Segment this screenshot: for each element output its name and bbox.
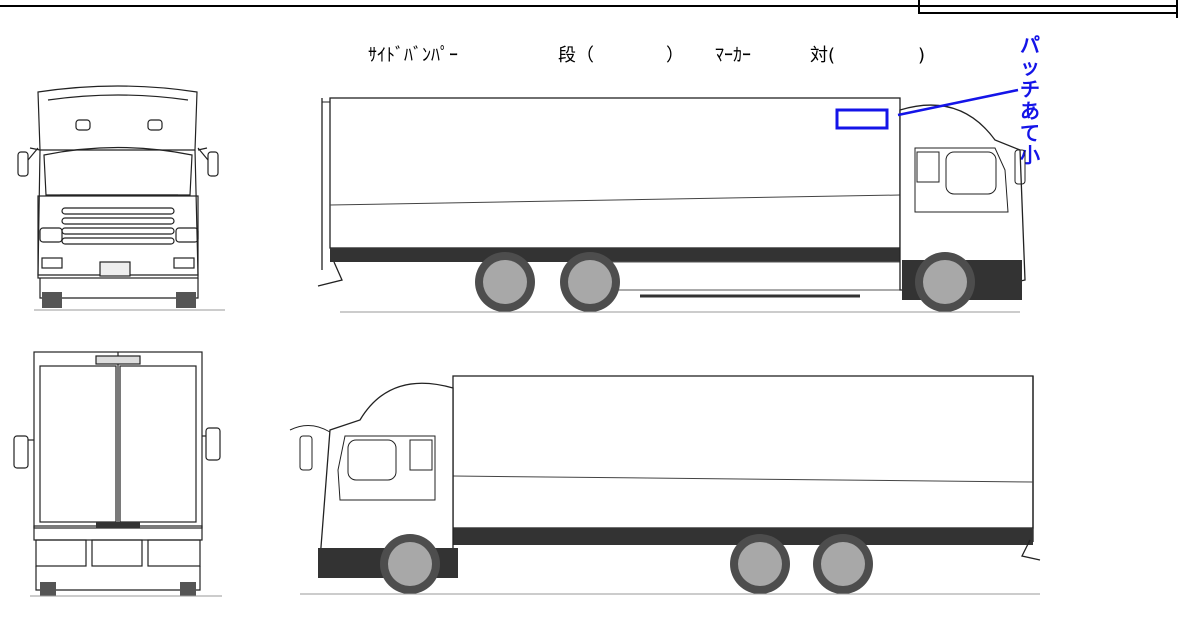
- truck-rear-view: [13, 351, 221, 591]
- patch-note-char: パ: [1020, 33, 1040, 57]
- patch-note-char: て: [1020, 121, 1040, 145]
- marker-label: ﾏｰｶｰ: [715, 45, 751, 66]
- patch-note: パ ッ チ あ て 小: [1018, 34, 1042, 166]
- rear-hitch: [96, 522, 140, 528]
- patch-note-char: チ: [1020, 77, 1040, 101]
- rear-tire-right: [180, 582, 196, 596]
- tsui-label: 対(: [810, 45, 836, 66]
- rear-tire-left: [40, 582, 56, 596]
- dan-label: 段（: [558, 45, 594, 66]
- front-tire-left: [42, 292, 62, 308]
- dan-close: ）: [666, 45, 684, 66]
- frame-tab: [1176, 0, 1190, 18]
- leader-line: [897, 88, 1019, 117]
- front-tire-right: [176, 292, 196, 308]
- truck-left-side-view: [289, 375, 1041, 594]
- marker-box: [835, 108, 889, 130]
- truck-right-side-view: [317, 97, 1026, 312]
- patch-note-char: あ: [1020, 99, 1040, 123]
- patch-note-char: ッ: [1020, 55, 1040, 79]
- side-bumper-label: ｻｲﾄﾞﾊﾞﾝﾊﾟｰ: [368, 45, 458, 66]
- truck-front-view: [17, 85, 219, 299]
- top-rule: [0, 5, 1176, 7]
- tsui-close: ): [918, 45, 926, 66]
